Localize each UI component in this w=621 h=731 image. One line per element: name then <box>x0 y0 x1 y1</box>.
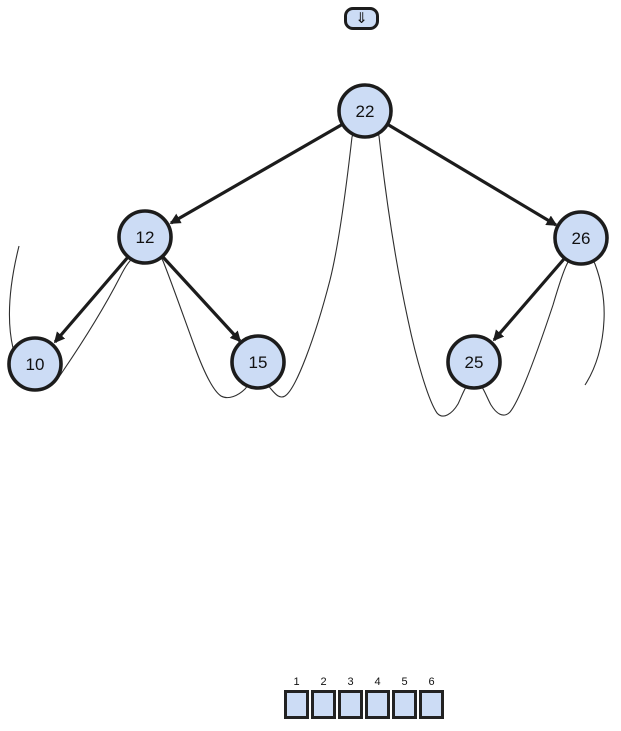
node-value: 26 <box>572 229 591 248</box>
node-value: 15 <box>249 353 268 372</box>
array-index-labels: 1 2 3 4 5 6 <box>284 676 446 689</box>
array-cell <box>392 690 417 719</box>
tree-node-22: 22 <box>337 83 393 139</box>
step-button[interactable]: ⇓ <box>344 7 379 30</box>
traversal-path-curve <box>8 126 605 417</box>
node-circle <box>553 210 609 266</box>
edge-12-10 <box>53 255 130 344</box>
array-index-label: 5 <box>401 676 408 688</box>
tree-diagram: 22 12 26 10 15 25 <box>7 83 609 417</box>
node-circle <box>446 334 502 390</box>
node-value: 22 <box>356 102 375 121</box>
array-cell <box>284 690 309 719</box>
tree-node-26: 26 <box>553 210 609 266</box>
edge-26-25 <box>492 257 566 342</box>
down-double-arrow-icon: ⇓ <box>355 10 368 27</box>
edge-22-12 <box>169 122 344 225</box>
node-circle <box>117 209 173 265</box>
node-circle <box>230 334 286 390</box>
array-cells <box>284 690 446 719</box>
array-panel: 1 2 3 4 5 6 <box>284 676 446 719</box>
array-cell <box>365 690 390 719</box>
array-index-label: 2 <box>320 676 327 688</box>
array-index-label: 1 <box>293 676 300 688</box>
node-circle <box>337 83 393 139</box>
array-index-label: 3 <box>347 676 354 688</box>
edge-22-26 <box>386 122 558 227</box>
node-value: 10 <box>26 355 45 374</box>
array-index-label: 4 <box>374 676 381 688</box>
array-index-label: 6 <box>428 676 435 688</box>
tree-node-12: 12 <box>117 209 173 265</box>
tree-node-25: 25 <box>446 334 502 390</box>
array-cell <box>311 690 336 719</box>
node-circle <box>7 336 63 392</box>
tree-node-10: 10 <box>7 336 63 392</box>
edge-12-15 <box>160 254 242 343</box>
node-value: 25 <box>465 353 484 372</box>
tree-node-15: 15 <box>230 334 286 390</box>
node-value: 12 <box>136 228 155 247</box>
array-cell <box>338 690 363 719</box>
array-cell <box>419 690 444 719</box>
